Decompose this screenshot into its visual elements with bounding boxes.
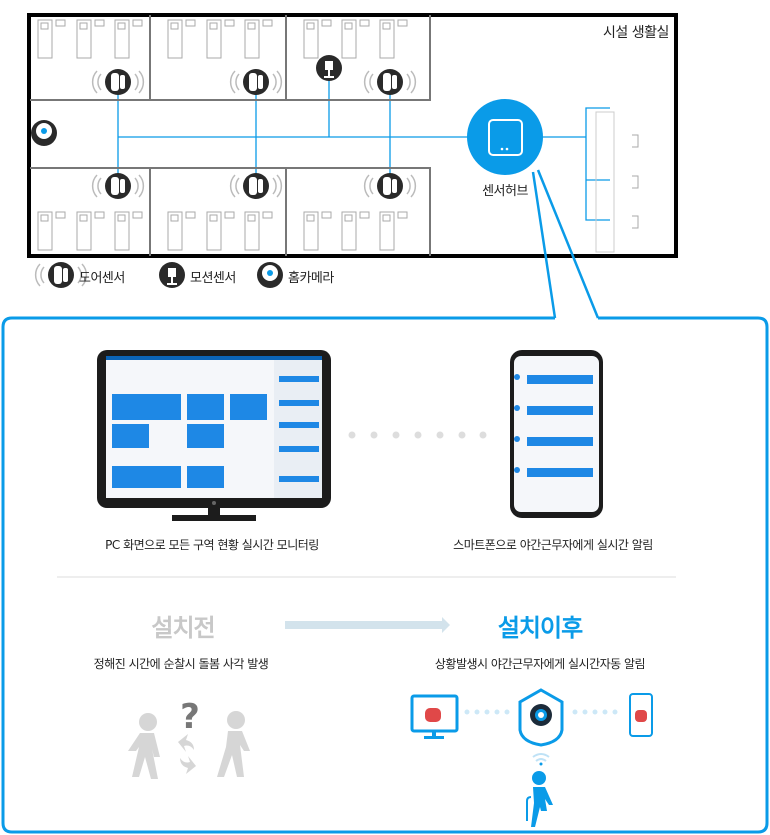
shield-sensor-icon xyxy=(518,688,564,747)
home-camera-icon xyxy=(31,120,57,146)
legend-label: 모션센서 xyxy=(190,271,236,286)
legend-label: 도어센서 xyxy=(79,271,125,286)
elderly-person-icon xyxy=(526,771,553,827)
smartphone-icon xyxy=(510,350,603,518)
door-sensors xyxy=(91,68,417,200)
motion-sensor-icon xyxy=(159,262,185,288)
pc-caption: PC 화면으로 모든 구역 현황 실시간 모니터링 xyxy=(105,538,319,552)
floor-plan xyxy=(27,13,678,258)
motion-sensor-icon xyxy=(316,55,342,81)
arrow-right-icon xyxy=(285,617,450,633)
before-description: 정해진 시간에 순찰시 돌봄 사각 발생 xyxy=(93,657,269,671)
before-title: 설치전 xyxy=(151,614,215,642)
callout-lines xyxy=(531,169,600,319)
sensor-hub-icon xyxy=(467,99,543,175)
phone-caption: 스마트폰으로 야간근무자에게 실시간 알림 xyxy=(453,538,653,552)
pc-monitor-icon xyxy=(97,350,331,521)
network-lines xyxy=(117,75,610,221)
after-description: 상황발생시 야간근무자에게 실시간자동 알림 xyxy=(434,657,646,671)
alert-monitor-icon xyxy=(410,694,459,739)
legend-label: 홈카메라 xyxy=(288,271,334,286)
hub-label: 센서허브 xyxy=(482,184,528,199)
wifi-icon xyxy=(532,753,550,766)
connection-dots xyxy=(348,431,487,439)
alert-phone-icon xyxy=(629,693,653,737)
after-title: 설치이후 xyxy=(497,614,583,642)
connection-dots xyxy=(464,709,618,715)
home-camera-icon xyxy=(257,262,283,288)
walking-people-icon xyxy=(128,711,250,779)
question-mark-icon: ? xyxy=(180,697,200,737)
room-title: 시설 생활실 xyxy=(603,25,669,41)
